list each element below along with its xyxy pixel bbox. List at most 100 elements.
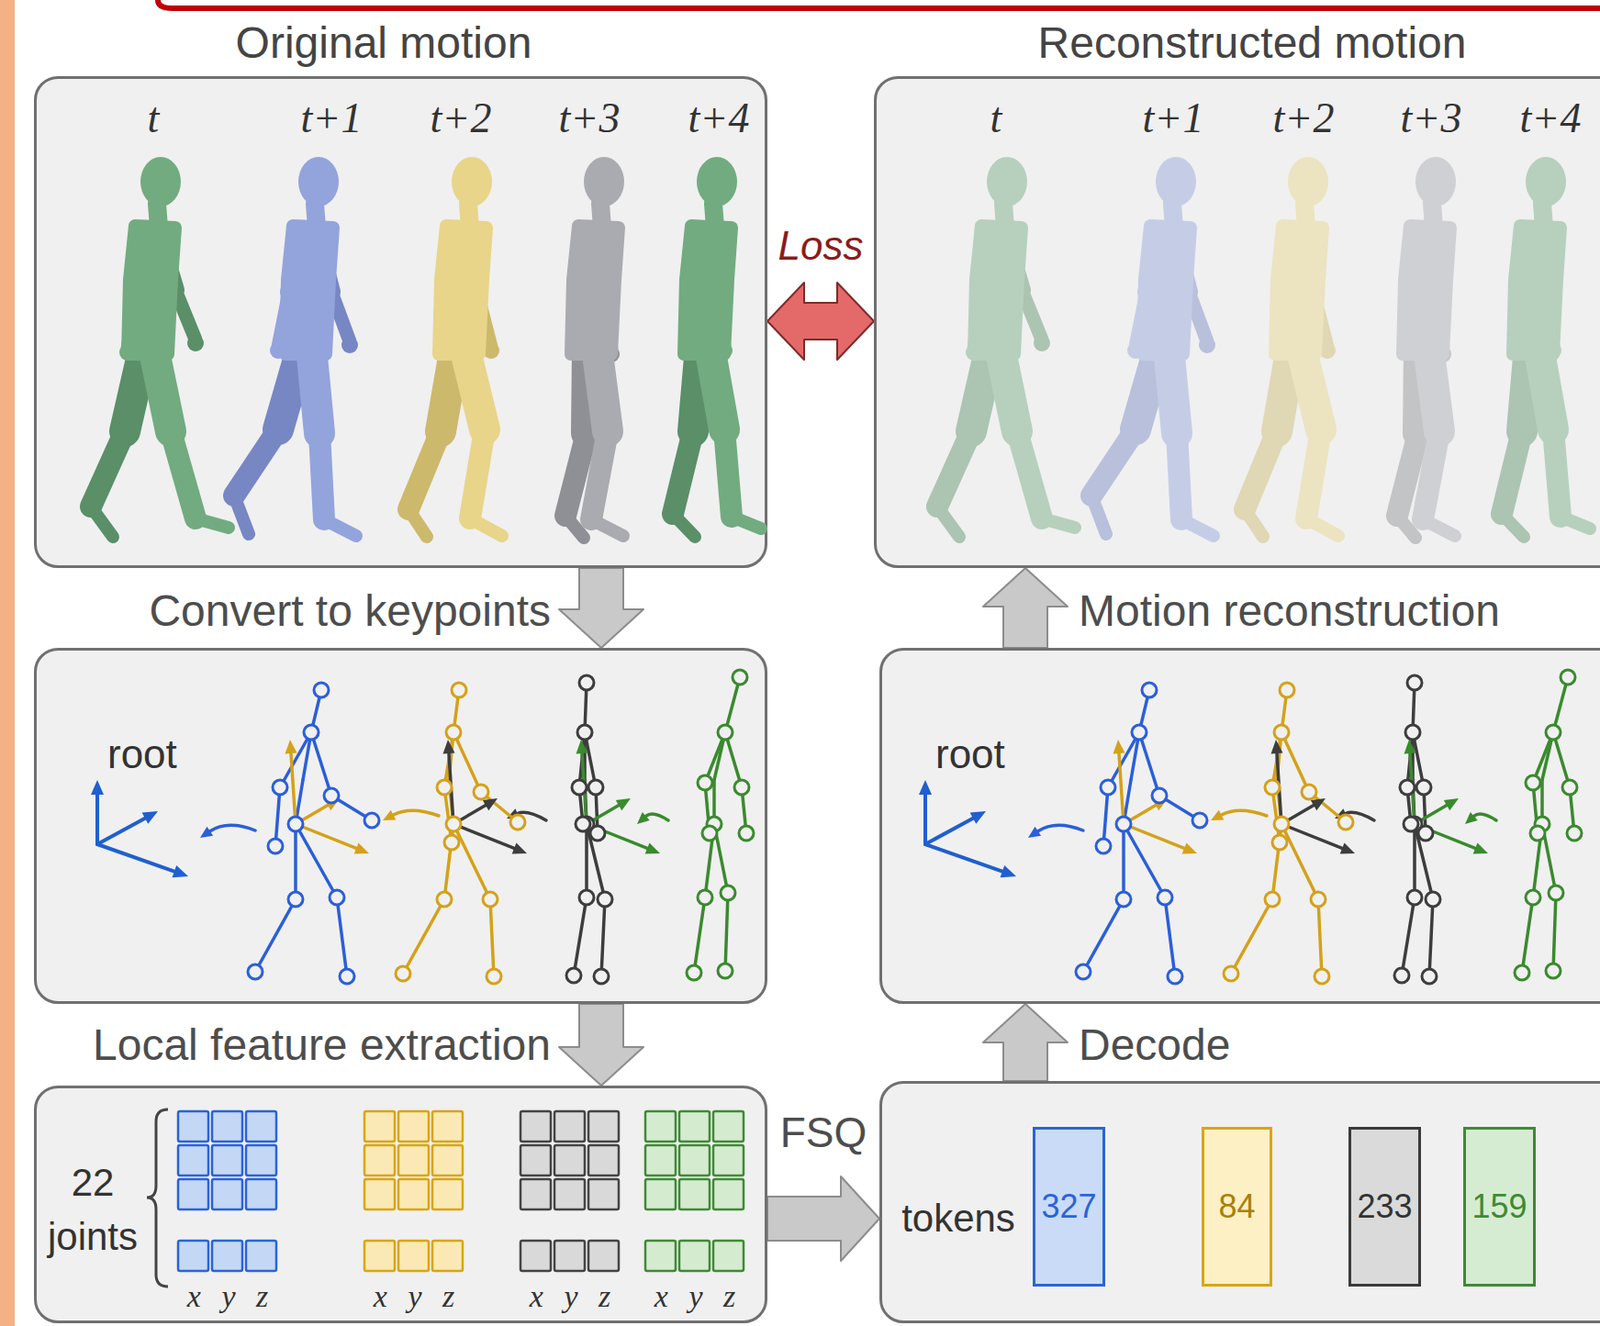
token-value: 84 xyxy=(1218,1187,1255,1227)
body-torso xyxy=(570,225,619,355)
skeleton-joint xyxy=(579,890,594,906)
feature-cell xyxy=(364,1179,395,1210)
human-figure xyxy=(937,156,1075,538)
body-hand xyxy=(269,342,287,359)
body-hand xyxy=(341,336,359,354)
body-limb xyxy=(600,203,603,228)
skeleton-joint xyxy=(706,816,722,832)
token-box: 159 xyxy=(1463,1127,1536,1287)
skeleton-joint xyxy=(1272,835,1287,851)
body-hand xyxy=(1419,346,1436,363)
skeleton-bone xyxy=(725,893,728,972)
feature-cell xyxy=(713,1111,744,1142)
body-hand xyxy=(1033,335,1051,352)
body-limb xyxy=(604,295,612,351)
skeleton-joint xyxy=(1100,780,1116,795)
skeleton-joint xyxy=(1545,963,1561,979)
body-hand xyxy=(119,344,136,361)
body-torso xyxy=(1142,225,1191,355)
body-hand xyxy=(1127,342,1144,359)
skeleton-bone xyxy=(1272,732,1282,788)
skeleton-joint xyxy=(686,965,702,981)
skeleton-bone xyxy=(1412,682,1415,733)
text-slot: root xyxy=(107,731,178,778)
arrow-head xyxy=(1182,842,1198,854)
skeleton-bone xyxy=(573,897,587,976)
body-limb xyxy=(1041,518,1075,528)
body-limb xyxy=(278,346,303,430)
arrow-head xyxy=(324,798,340,811)
skeleton-joint xyxy=(1274,816,1289,832)
body-limb xyxy=(596,346,608,432)
body-torso xyxy=(1402,225,1451,355)
skeleton-joint xyxy=(588,780,604,795)
skeleton-joint xyxy=(1525,890,1541,906)
token-label: tokens xyxy=(901,1197,1016,1242)
skeleton-bone xyxy=(444,732,454,788)
skeleton-bone xyxy=(1083,899,1124,973)
skeleton-joint xyxy=(1152,788,1167,804)
body-limb xyxy=(1306,234,1314,294)
text-slot: t+2 xyxy=(430,93,493,143)
vector-arrow xyxy=(586,805,619,825)
skeleton-bone xyxy=(1542,732,1554,781)
human-figure xyxy=(234,156,359,537)
vector-arrow xyxy=(1414,824,1476,849)
skeleton-bone xyxy=(453,732,482,793)
frame-label: t xyxy=(990,93,1003,143)
skeleton-bone xyxy=(704,732,726,784)
skeleton-bone xyxy=(1139,690,1150,733)
body-limb xyxy=(124,346,145,432)
skeleton-joint xyxy=(446,816,461,832)
skeleton-bone xyxy=(481,792,518,823)
feature-cell xyxy=(178,1179,209,1210)
vector-arrow xyxy=(97,844,175,873)
axis-label: root xyxy=(935,731,1006,778)
skeleton-bone xyxy=(444,824,454,900)
transform-arrow xyxy=(517,812,547,821)
motion-panel: Original motiontt+1t+2t+3t+4 xyxy=(33,76,768,569)
body-limb xyxy=(1181,519,1214,537)
body-head xyxy=(1155,156,1197,207)
feature-cell xyxy=(364,1111,395,1142)
skeleton-joint xyxy=(597,892,613,907)
skeleton-bone xyxy=(584,824,589,898)
feature-cell xyxy=(554,1145,585,1176)
body-limb xyxy=(1544,293,1554,347)
feature-cell xyxy=(178,1241,209,1272)
skeleton-bone xyxy=(693,897,705,974)
skeleton-bone xyxy=(295,824,337,898)
body-limb xyxy=(1418,346,1420,434)
skeleton-joint xyxy=(1425,892,1441,907)
feature-cell xyxy=(178,1111,209,1142)
body-limb xyxy=(602,234,605,296)
skeleton-bone xyxy=(1309,792,1346,823)
vector-arrow xyxy=(1118,753,1124,825)
body-limb xyxy=(1422,519,1455,537)
feature-cell xyxy=(713,1179,744,1210)
body-limb xyxy=(707,234,716,294)
body-limb xyxy=(127,291,137,349)
skeleton-bone xyxy=(579,787,583,825)
body-head xyxy=(696,156,738,207)
body-limb xyxy=(1428,346,1440,432)
body-torso xyxy=(438,225,487,355)
body-head xyxy=(451,156,493,207)
panel-heading: Original motion xyxy=(235,17,533,68)
skeleton-joint xyxy=(1562,780,1578,795)
transform-arrow xyxy=(210,825,256,832)
body-limb xyxy=(1424,234,1427,296)
axis-names: x y z xyxy=(187,1279,269,1315)
skeleton-bone xyxy=(295,780,303,825)
skeleton-bone xyxy=(579,732,585,788)
text-slot: Reconstructed motion xyxy=(1038,17,1467,68)
skeleton-joint xyxy=(451,682,467,698)
skeleton-bone xyxy=(1281,824,1319,900)
body-limb xyxy=(713,203,716,228)
feature-cell xyxy=(212,1241,243,1272)
text-slot: t+3 xyxy=(559,93,621,143)
feature-cell xyxy=(713,1145,744,1176)
body-limb xyxy=(1244,431,1277,510)
body-limb xyxy=(973,291,984,349)
